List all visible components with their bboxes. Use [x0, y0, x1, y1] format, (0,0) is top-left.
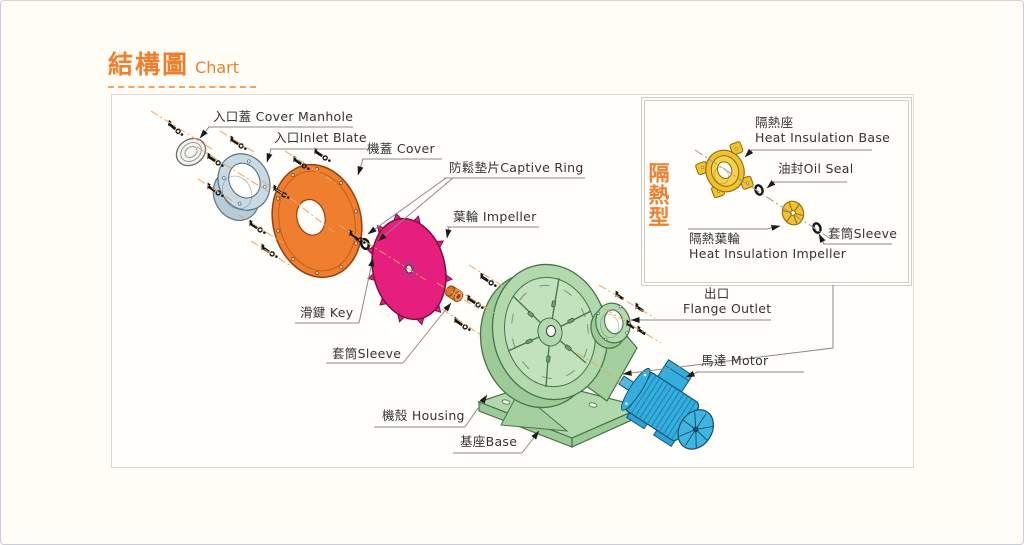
- label-cover-manhole: 入口蓋 Cover Manhole: [213, 109, 354, 124]
- page-title-zh: 結構圖: [108, 50, 190, 79]
- label-heat-insulation-base-zh: 隔熱座: [755, 115, 794, 130]
- label-impeller: 葉輪 Impeller: [453, 209, 537, 224]
- inset-type-label: 隔熱型: [646, 162, 670, 228]
- label-base: 基座Base: [460, 434, 518, 449]
- heat-insulation-base-part: [695, 141, 754, 199]
- label-inset-sleeve: 套筒Sleeve: [828, 226, 898, 241]
- inset-centerline: [694, 149, 832, 240]
- page-title: 結構圖 Chart: [108, 45, 256, 88]
- inset-frame: [641, 97, 912, 286]
- inset-frame-inner: [644, 100, 909, 283]
- inset-sleeve-part: [812, 222, 822, 234]
- motor-part: [618, 359, 715, 450]
- label-flange-outlet-en: Flange Outlet: [683, 301, 772, 316]
- heat-insulation-impeller-part: [781, 200, 805, 226]
- label-oil-seal: 油封Oil Seal: [778, 161, 854, 176]
- label-housing: 機殼 Housing: [382, 408, 465, 423]
- cover-manhole-part: [175, 137, 207, 167]
- label-sleeve: 套筒Sleeve: [332, 346, 402, 361]
- label-key: 滑鍵 Key: [300, 305, 354, 320]
- label-motor: 馬達 Motor: [701, 353, 769, 368]
- label-captive-ring: 防鬆墊片Captive Ring: [449, 160, 584, 175]
- label-heat-insulation-impeller-zh: 隔熱葉輪: [689, 231, 741, 246]
- label-heat-insulation-base-en: Heat Insulation Base: [755, 130, 891, 145]
- label-cover: 機蓋 Cover: [367, 141, 435, 156]
- housing-part: [477, 263, 645, 448]
- flange-outlet-part: [590, 302, 631, 349]
- label-heat-insulation-impeller-en: Heat Insulation Impeller: [689, 246, 847, 261]
- oil-seal-part: [754, 184, 764, 196]
- cover-part: [271, 163, 363, 279]
- leader-lines: [199, 126, 834, 454]
- page-title-en: Chart: [195, 58, 239, 77]
- label-underlines: [208, 126, 892, 454]
- label-flange-outlet-zh: 出口: [704, 286, 730, 301]
- centerlines: [150, 110, 662, 386]
- label-inlet-blate: 入口Inlet Blate: [274, 130, 367, 145]
